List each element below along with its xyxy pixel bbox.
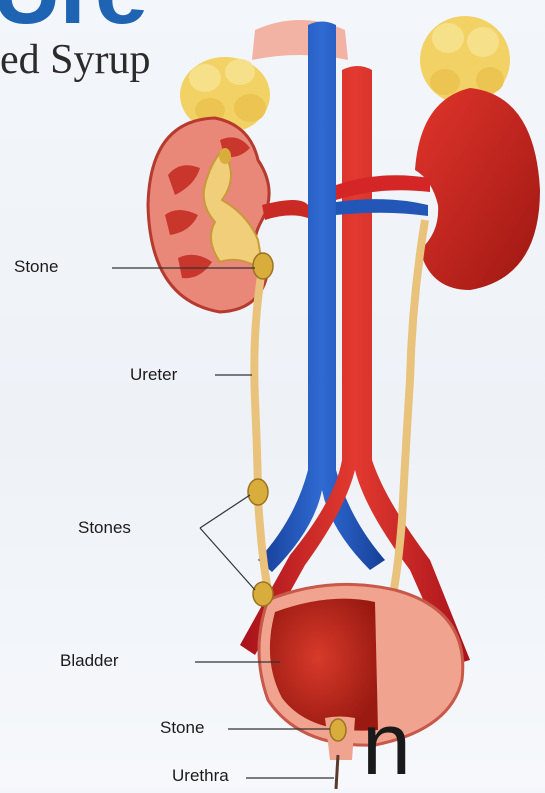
label-urethra: Urethra (172, 766, 229, 786)
label-stone-urethra: Stone (160, 718, 204, 738)
leader-line-stones-lower (200, 528, 255, 590)
label-stone-kidney: Stone (14, 257, 58, 277)
left-kidney-section (148, 118, 269, 312)
leader-line-stones-upper (200, 495, 250, 528)
kidney-stone (253, 253, 273, 279)
ureter-stone-upper (248, 479, 268, 505)
bottom-text-fragment: n (362, 700, 411, 788)
urethra (336, 755, 338, 789)
kidney-stone-small (219, 148, 231, 164)
right-kidney (415, 88, 540, 290)
ureter-stone-lower (253, 582, 273, 606)
label-ureter: Ureter (130, 365, 177, 385)
label-stones: Stones (78, 518, 131, 538)
urethra-stone (330, 719, 346, 741)
label-bladder: Bladder (60, 651, 119, 671)
bladder (259, 584, 463, 760)
left-ureter (254, 270, 268, 590)
right-renal-vein (336, 199, 428, 216)
